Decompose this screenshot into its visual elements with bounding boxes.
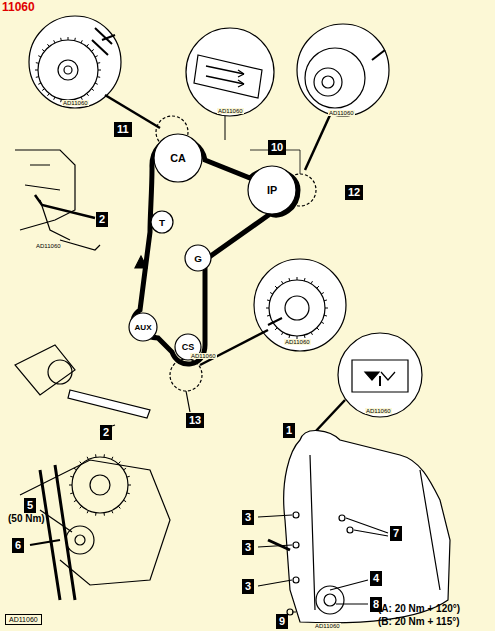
callout-number: 6	[12, 538, 24, 553]
pulley-label: CA	[153, 133, 203, 183]
pulley: AUX	[128, 312, 158, 342]
callout-number: 2	[96, 212, 108, 227]
figure-code: AD11060	[328, 110, 355, 116]
callout-number: 7	[390, 526, 402, 541]
pulley: T	[150, 210, 174, 234]
callout-number: 3	[242, 510, 254, 525]
callout-number: 4	[370, 571, 382, 586]
torque-value: (B: 20 Nm + 115°)	[378, 617, 460, 627]
figure-code: AD11060	[284, 339, 311, 345]
callout-number: 2	[100, 425, 112, 440]
callout-number: 9	[276, 614, 288, 629]
pulley-label: T	[150, 210, 174, 234]
callout-number: 3	[242, 540, 254, 555]
torque-value: (A: 20 Nm + 120°)	[378, 604, 460, 614]
figure-number: 11060	[2, 1, 35, 13]
pulley: CA	[153, 133, 203, 183]
figure-code: AD11060	[217, 108, 244, 114]
figure-code: AD11060	[314, 623, 341, 629]
figure-code: AD11060	[190, 353, 217, 359]
pulley-label: IP	[247, 165, 297, 215]
figure-code: AD11060	[35, 243, 62, 249]
figure-code: AD11060	[5, 614, 42, 625]
figure-code: AD11060	[365, 408, 392, 414]
figure-code: AD11060	[62, 100, 89, 106]
torque-value: (50 Nm)	[8, 514, 45, 524]
callout-number: 10	[268, 140, 286, 155]
pulley-label: AUX	[128, 312, 158, 342]
pulley: G	[184, 244, 212, 272]
callout-number: 12	[345, 185, 363, 200]
pulley: IP	[247, 165, 297, 215]
callout-number: 13	[186, 413, 204, 428]
callout-number: 5	[24, 498, 36, 513]
pulley-label: G	[184, 244, 212, 272]
callout-number: 11	[114, 122, 132, 137]
callout-number: 3	[242, 579, 254, 594]
callout-number: 1	[283, 423, 295, 438]
